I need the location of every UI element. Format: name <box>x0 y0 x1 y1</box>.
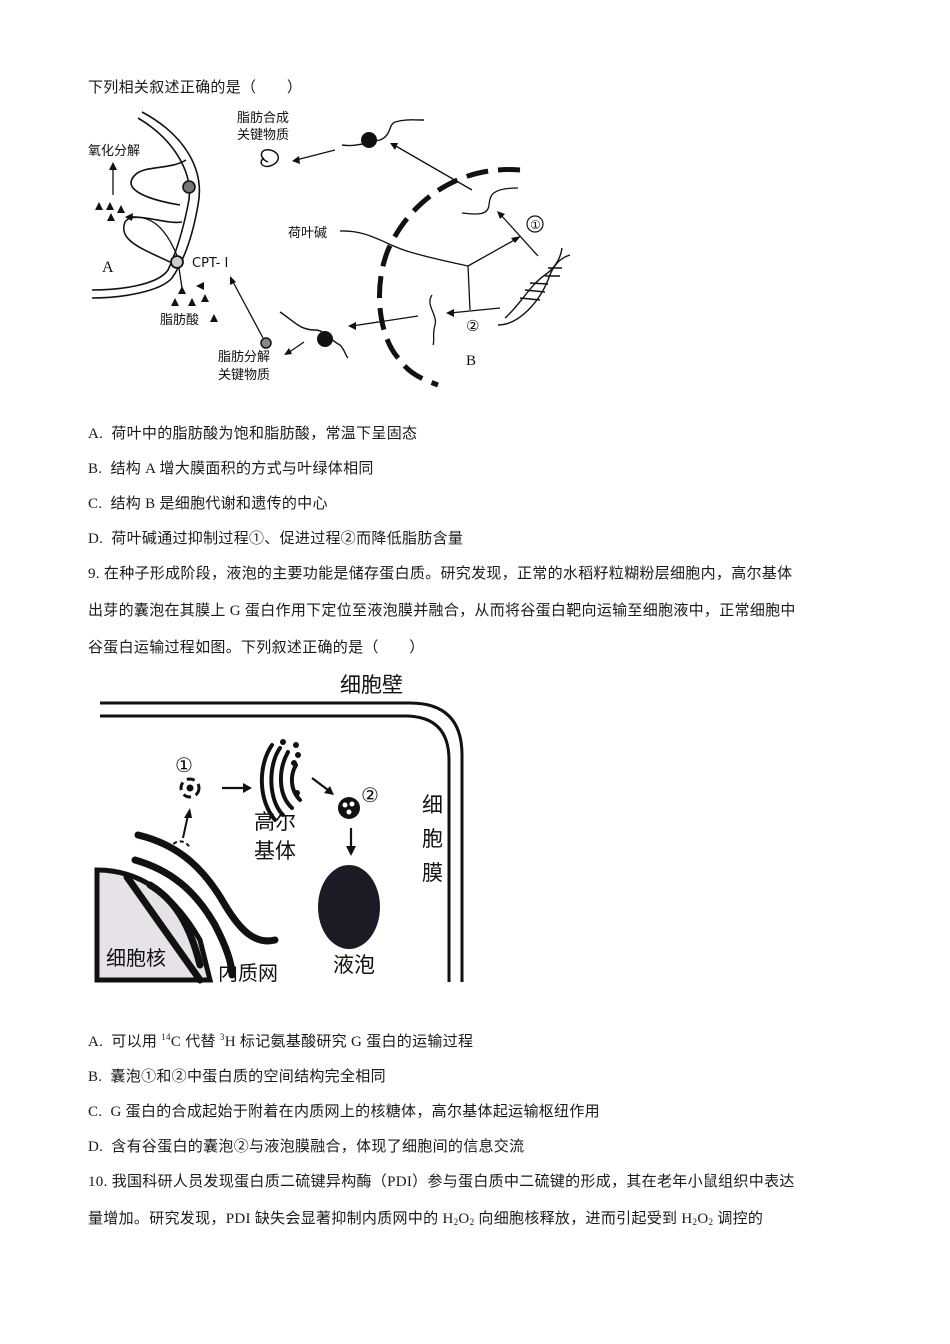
stem-text: 量增加。研究发现，PDI 缺失会显著抑制内质网中的 H <box>88 1211 454 1227</box>
cell-membrane-label-2: 胞 <box>422 827 443 851</box>
option-text: 囊泡①和②中蛋白质的空间结构完全相同 <box>110 1069 386 1085</box>
subscript: 2 <box>708 1217 714 1227</box>
q8-option-b[interactable]: B. 结构 A 增大膜面积的方式与叶绿体相同 <box>88 457 374 478</box>
option-letter: A. <box>88 1034 104 1050</box>
golgi-label-2: 基体 <box>254 839 296 863</box>
q9-option-c[interactable]: C. G 蛋白的合成起始于附着在内质网上的核糖体，高尔基体起运输枢纽作用 <box>88 1100 600 1121</box>
decomp-key-label-1: 脂肪分解 <box>218 349 270 365</box>
synth-key-label-1: 脂肪合成 <box>237 110 289 126</box>
option-letter: A. <box>88 426 104 442</box>
q9-option-a[interactable]: A. 可以用 14C 代替 3H 标记氨基酸研究 G 蛋白的运输过程 <box>88 1030 473 1051</box>
nucleus-b-label: B <box>466 353 476 369</box>
fatty-acid-triangles-outside <box>171 282 218 322</box>
process-2-label: ② <box>466 317 479 335</box>
option-text: 荷叶碱通过抑制过程①、促进过程②而降低脂肪含量 <box>111 531 464 547</box>
golgi-icon <box>259 743 302 822</box>
nucleus-label: 细胞核 <box>106 946 166 970</box>
ribosome-icon <box>317 331 333 347</box>
q9-option-b[interactable]: B. 囊泡①和②中蛋白质的空间结构完全相同 <box>88 1065 386 1086</box>
subscript: 2 <box>692 1217 698 1227</box>
vesicle-2-icon <box>338 797 360 819</box>
decomp-protein-icon <box>260 337 272 349</box>
er-label: 内质网 <box>218 961 278 985</box>
q9-stem-line2: 出芽的囊泡在其膜上 G 蛋白作用下定位至液泡膜并融合，从而将谷蛋白靶向运输至细胞… <box>88 603 796 619</box>
stem-text: O <box>458 1211 470 1227</box>
dna-icon <box>497 247 571 326</box>
process-1-label: ① <box>530 218 541 232</box>
option-text: 荷叶中的脂肪酸为饱和脂肪酸，常温下呈固态 <box>111 426 418 442</box>
option-letter: C. <box>88 496 103 512</box>
q9-option-d[interactable]: D. 含有谷蛋白的囊泡②与液泡膜融合，体现了细胞间的信息交流 <box>88 1135 524 1156</box>
vacuole-shape <box>318 865 380 949</box>
option-text: 可以用 <box>111 1034 162 1050</box>
option-text: 含有谷蛋白的囊泡②与液泡膜融合，体现了细胞间的信息交流 <box>111 1139 525 1155</box>
stem-text: O <box>697 1211 709 1227</box>
vacuole-label: 液泡 <box>333 953 375 977</box>
nuciferine-label: 荷叶碱 <box>288 226 327 241</box>
svg-text:A: A <box>102 259 114 276</box>
golgi-label-1: 高尔 <box>254 810 296 834</box>
er-shape <box>123 831 279 984</box>
spiral-protein-icon <box>260 149 279 168</box>
cell-membrane-label-1: 细 <box>422 793 443 817</box>
q8-figure: A 氧化分解 CPT- I 脂肪酸 脂肪合成 关键物质 B 荷叶碱 ① <box>88 110 571 388</box>
q9-stem-line1: 9. 在种子形成阶段，液泡的主要功能是储存蛋白质。研究发现，正常的水稻籽粒糊粉层… <box>88 566 793 582</box>
vesicle-1-icon <box>179 777 201 799</box>
option-letter: D. <box>88 1139 104 1155</box>
q9-stem-line3: 谷蛋白运输过程如图。下列叙述正确的是（ ） <box>88 640 425 656</box>
decomp-key-label-2: 关键物质 <box>218 368 270 383</box>
subscript: 2 <box>469 1217 475 1227</box>
isotope-mass-h: 3 <box>219 1032 225 1042</box>
mito-label: A <box>102 259 114 276</box>
fatty-acid-label: 脂肪酸 <box>160 312 199 328</box>
ribosome-icon <box>361 132 377 148</box>
q8-option-a[interactable]: A. 荷叶中的脂肪酸为饱和脂肪酸，常温下呈固态 <box>88 422 417 443</box>
synth-key-label-2: 关键物质 <box>237 128 289 143</box>
option-text: 结构 A 增大膜面积的方式与叶绿体相同 <box>110 461 374 477</box>
option-letter: B. <box>88 1069 103 1085</box>
q8-stem: 下列相关叙述正确的是（ ） <box>88 80 303 96</box>
vesicle-1-label: ① <box>175 753 193 777</box>
option-letter: B. <box>88 461 103 477</box>
vesicle-2-label: ② <box>361 783 379 807</box>
option-letter: C. <box>88 1104 103 1120</box>
option-text: 结构 B 是细胞代谢和遗传的中心 <box>110 496 328 512</box>
oxidation-label: 氧化分解 <box>88 144 140 159</box>
cell-membrane-label-3: 膜 <box>422 861 443 885</box>
option-text: H 标记氨基酸研究 G 蛋白的运输过程 <box>224 1034 474 1050</box>
fatty-acid-triangles-inside <box>95 202 125 221</box>
membrane-protein-icon <box>182 180 196 194</box>
isotope-mass-c: 14 <box>161 1032 171 1042</box>
q9-figure: 细胞壁 细 胞 膜 细胞核 内质网 ① 高尔 基体 ② 液泡 <box>94 673 464 985</box>
stem-text: 向细胞核释放，进而引起受到 H <box>474 1211 693 1227</box>
q10-stem-line1: 10. 我国科研人员发现蛋白质二硫键异构酶（PDI）参与蛋白质中二硫键的形成，其… <box>88 1174 795 1190</box>
cell-wall-label: 细胞壁 <box>340 673 403 697</box>
option-text: C 代替 <box>170 1034 220 1050</box>
stem-text: 调控的 <box>713 1211 764 1227</box>
cpt1-icon <box>170 255 184 269</box>
q10-stem-line2: 量增加。研究发现，PDI 缺失会显著抑制内质网中的 H2O2 向细胞核释放，进而… <box>88 1207 763 1228</box>
cpt1-label: CPT- I <box>192 256 228 271</box>
q8-option-c[interactable]: C. 结构 B 是细胞代谢和遗传的中心 <box>88 492 328 513</box>
option-letter: D. <box>88 531 104 547</box>
subscript: 2 <box>453 1217 459 1227</box>
q8-option-d[interactable]: D. 荷叶碱通过抑制过程①、促进过程②而降低脂肪含量 <box>88 527 463 548</box>
option-text: G 蛋白的合成起始于附着在内质网上的核糖体，高尔基体起运输枢纽作用 <box>110 1104 600 1120</box>
